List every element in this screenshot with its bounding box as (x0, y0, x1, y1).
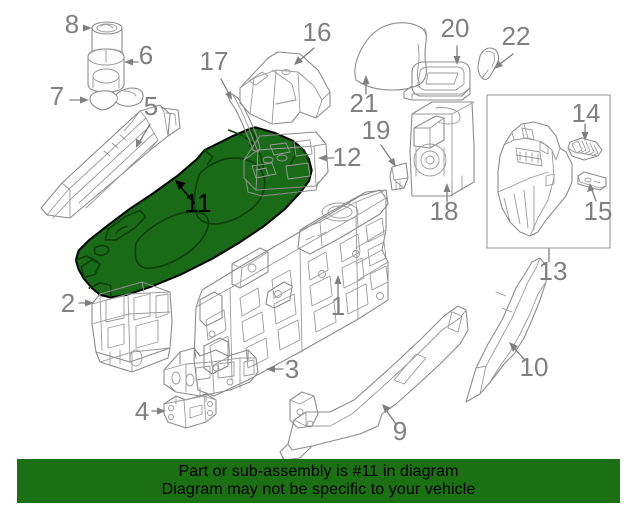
part-16-shape (239, 51, 331, 125)
callout-leader-15 (587, 183, 597, 202)
part-10-shape (465, 257, 547, 403)
callout-label-15: 15 (584, 196, 613, 226)
callout-leader-3 (266, 365, 284, 373)
callout-label-10: 10 (520, 352, 549, 382)
part-13-shape (497, 121, 573, 237)
callout-leader-10 (509, 342, 526, 361)
callout-leader-1 (334, 275, 342, 299)
callout-leader-4 (151, 407, 166, 415)
part-notice-banner: Part or sub-assembly is #11 in diagram D… (17, 459, 620, 503)
banner-line-1: Part or sub-assembly is #11 in diagram (178, 463, 459, 481)
callout-leader-6 (124, 58, 139, 66)
callout-label-19: 19 (362, 115, 391, 145)
callout-label-11: 11 (185, 188, 212, 218)
callout-label-1: 1 (331, 291, 345, 321)
part-19-shape (389, 162, 409, 191)
part-2-shape (91, 281, 173, 373)
part-12-shape (243, 131, 329, 197)
callout-label-4: 4 (135, 396, 149, 426)
callout-leader-14 (581, 123, 589, 141)
part-11-shape-highlighted (74, 126, 313, 299)
detail-inset-box (486, 94, 611, 249)
callout-leader-9 (382, 404, 397, 425)
callout-leader-21 (362, 75, 370, 95)
part-6-shape (87, 48, 125, 93)
callout-leader-5 (136, 123, 151, 148)
callout-leader-19 (380, 144, 396, 167)
callout-label-12: 12 (333, 142, 362, 172)
callout-leader-18 (443, 183, 451, 203)
callout-label-8: 8 (65, 9, 79, 39)
callout-leader-12 (318, 154, 335, 162)
callout-labels: 8 6 7 5 11 17 16 21 20 22 19 18 12 1 2 3… (50, 9, 613, 446)
part-4-shape (163, 393, 217, 429)
callout-label-9: 9 (393, 416, 407, 446)
part-3-shape (163, 347, 259, 397)
callout-leader-20 (453, 45, 461, 65)
callout-label-22: 22 (502, 21, 531, 51)
callout-leader-22 (494, 53, 514, 69)
callout-leader-16 (294, 47, 315, 65)
callout-label-5: 5 (144, 91, 158, 121)
callout-label-7: 7 (50, 81, 64, 111)
callout-label-6: 6 (139, 40, 153, 70)
callout-label-13: 13 (539, 256, 568, 286)
part-7-shape (89, 87, 144, 111)
callout-label-17: 17 (200, 46, 229, 76)
part-20-shape (403, 61, 471, 101)
callout-leader-11 (175, 180, 195, 204)
callout-label-20: 20 (441, 13, 470, 43)
callout-leader-2 (78, 299, 94, 307)
callout-leader-8 (83, 24, 92, 32)
callout-leader-7 (69, 96, 89, 104)
callout-label-16: 16 (303, 17, 332, 47)
part-14-shape (567, 137, 603, 161)
part-18-shape (409, 101, 475, 197)
part-5-shape (40, 104, 181, 219)
callout-label-2: 2 (61, 288, 75, 318)
callout-label-3: 3 (285, 354, 299, 384)
callout-label-18: 18 (430, 196, 459, 226)
callout-label-14: 14 (572, 98, 601, 128)
callout-leader-17 (220, 78, 232, 100)
callout-label-21: 21 (350, 88, 379, 118)
banner-line-2: Diagram may not be specific to your vehi… (161, 481, 476, 498)
part-9-shape (279, 305, 469, 461)
part-1-shape (193, 189, 389, 397)
